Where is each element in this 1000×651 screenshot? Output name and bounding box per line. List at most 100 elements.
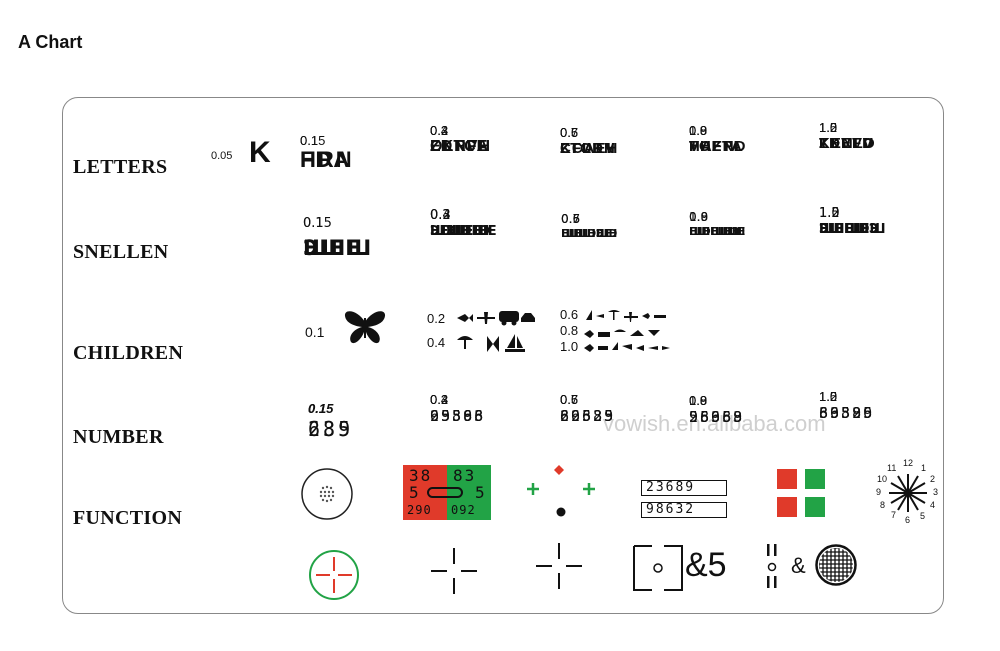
optotype-line: 0.2ШЭШШЕ [430, 208, 497, 240]
red-green-number: 092 [451, 503, 476, 517]
acuity-label: 0.1 [305, 324, 325, 340]
acuity-label: 0.15 [308, 401, 334, 416]
fixation-cross-icon [431, 548, 477, 594]
row-label-snellen: SNELLEN [73, 241, 169, 263]
optotype-text: ZDTCE [430, 138, 489, 155]
acuity-label: 0.2 [427, 311, 446, 326]
amp-five-label: &5 [685, 546, 727, 584]
bracket-square-icon [633, 545, 683, 591]
optotype-line: 1.056389 [689, 392, 744, 425]
optotype-text: ЭШЕ [303, 236, 362, 260]
optotype-text: ШЕШЭЭ [819, 222, 880, 237]
optotype-text: ШШЭЕШ [561, 227, 618, 240]
acuity-label: 0.05 [211, 150, 233, 162]
optotype-line: 1.2TDEVO [819, 120, 876, 152]
acuity-label: 0.6 [560, 392, 579, 407]
optotype-text: ШЕШЭЕ [561, 227, 612, 240]
acuity-label: 0.9 [689, 393, 708, 408]
optotype-text: CFLDN [560, 140, 616, 157]
dial-number: 11 [887, 463, 897, 473]
optotype-text: ЕШШШЭ [561, 227, 618, 240]
optotype-line: 1.0ШЕШЭШ [689, 210, 745, 239]
amp-label: & [791, 553, 806, 578]
optotype-text: 98653 [689, 408, 745, 426]
acuity-label: 0.8 [689, 123, 708, 138]
optotype-line: 0.3ЭЕШЕШ [430, 208, 489, 240]
acuity-label: 1.0 [819, 120, 838, 135]
optotype-line: 0.15FDA [300, 128, 352, 172]
optotype-line: 1.2ЕШЕШЭ [819, 206, 878, 238]
children-group-2: 0.2 0.4 [427, 309, 446, 350]
optotype-text: ЕШЕШЭ [819, 222, 879, 237]
acuity-label: 0.1 [303, 216, 324, 231]
green-panel [447, 465, 491, 520]
optotype-line: 0.8ШЭШШЕ [689, 210, 745, 239]
row-label-function: FUNCTION [73, 507, 183, 529]
dial-number: 6 [905, 515, 911, 525]
optotype-line: 0.898653 [689, 392, 744, 425]
optotype-text: FDA [300, 147, 352, 172]
optotype-text: HAFND [689, 138, 747, 155]
optotype-line: 0.2ZDTCE [430, 123, 488, 155]
slot-icon [427, 487, 463, 498]
amsler-grid-circle-icon [815, 544, 857, 586]
watermark: vowish.en.alibaba.com [603, 411, 826, 436]
acuity-label: 0.2 [430, 208, 451, 223]
row-label-letters: LETTERS [73, 156, 168, 178]
optotype-text: 86395 [819, 404, 875, 422]
optotype-text: 56389 [689, 408, 745, 426]
children-group-3: 0.6 0.8 1.0 [560, 307, 578, 355]
acuity-label: 0.7 [560, 392, 579, 407]
optotype-line: 1.539826 [819, 388, 874, 421]
optotype-line: 0.1235 [308, 396, 353, 439]
acuity-label: 0.6 [560, 307, 579, 322]
acuity-label: 0.6 [560, 125, 579, 140]
row-label-number: NUMBER [73, 426, 164, 448]
children-symbols-icon [457, 311, 535, 352]
red-green-number: 290 [407, 503, 432, 517]
acuity-label: 0.8 [689, 210, 709, 224]
optotype-text: ШЕШЭШ [689, 225, 746, 238]
optotype-text: 39826 [819, 404, 875, 422]
acuity-label: 0.5 [560, 125, 579, 140]
dial-number: 10 [877, 474, 888, 484]
page-title: A Chart [18, 32, 83, 52]
red-green-number: 38 [409, 466, 433, 485]
optotype-line: 1.5ZKVFD [819, 120, 874, 152]
optotype-line: 0.329386 [430, 391, 485, 424]
optotype-line: 1.5ШЕШЭЭ [819, 206, 879, 238]
vision-chart-panel: LETTERS SNELLEN CHILDREN NUMBER FUNCTION… [62, 97, 944, 614]
acuity-label: 0.2 [430, 392, 449, 407]
red-green-test: 38 83 5 5 290 092 [403, 465, 491, 520]
acuity-label: 1.2 [819, 206, 840, 221]
optotype-text: ЕШЕШЭ [689, 225, 740, 238]
optotype-text: 235 [308, 417, 354, 441]
dial-number: 7 [891, 510, 897, 520]
optotype-line: 0.5ЕШШШЭ [561, 212, 617, 241]
optotype-line: 0.4ШШЭЕЭ [430, 208, 490, 240]
optotype-line: 0.8TOEPL [689, 123, 744, 155]
optotype-line: 1.0KENLV [819, 120, 874, 152]
acuity-label: 1.0 [819, 206, 840, 221]
dial-number: 2 [930, 474, 936, 484]
worth-dots-icon [527, 465, 595, 517]
acuity-label: 1.0 [819, 389, 838, 404]
acuity-label: 1.5 [819, 206, 840, 221]
optotype-line: 0.9ЕШЕШЭ [689, 210, 739, 239]
dial-number: 1 [921, 463, 927, 473]
acuity-label: 1.0 [689, 210, 709, 224]
astigmatism-dial: 12 1 2 3 4 5 6 7 8 9 10 11 [875, 458, 941, 526]
dial-number: 5 [920, 511, 926, 521]
optotype-line: 0.15689 [308, 396, 353, 439]
optotype-line: 0.6ШЕШЭЕ [561, 212, 611, 241]
optotype-text: 29386 [430, 407, 486, 425]
optotype-line: 0.493568 [430, 391, 485, 424]
four-squares-icon [777, 469, 825, 517]
acuity-label: 0.15 [300, 133, 326, 148]
optotype-text: ЭШШЕШ [819, 222, 886, 237]
optotype-line: 0.4OLRFA [430, 123, 489, 155]
acuity-label: 1.5 [819, 120, 838, 135]
optotype-line: 1.0ЭШШЕШ [819, 206, 886, 238]
acuity-label: 1.0 [689, 123, 708, 138]
acuity-label: 0.4 [427, 335, 446, 350]
